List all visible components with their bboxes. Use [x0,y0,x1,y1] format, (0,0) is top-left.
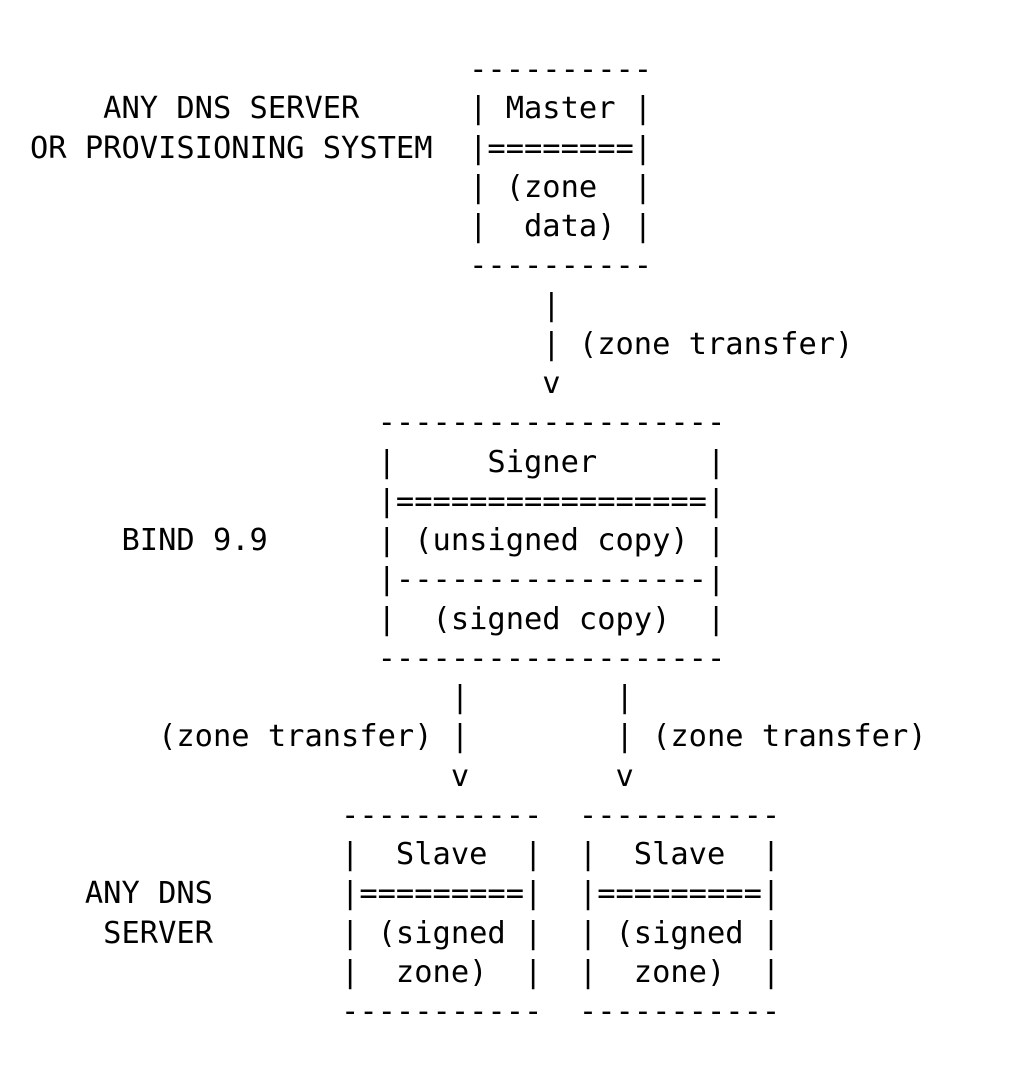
edge-master-to-signer: | | (zone transfer) v [542,287,854,402]
slave-nodes-section: ----------- ----------- | Slave | | Slav… [84,797,781,1029]
edge-signer-to-slaves: | | (zone transfer) | | (zone transfer) … [158,680,927,794]
signer-node-section: ------------------- | Signer | |========… [121,405,726,676]
master-node-section: ---------- ANY DNS SERVER | Master | OR … [30,52,653,284]
